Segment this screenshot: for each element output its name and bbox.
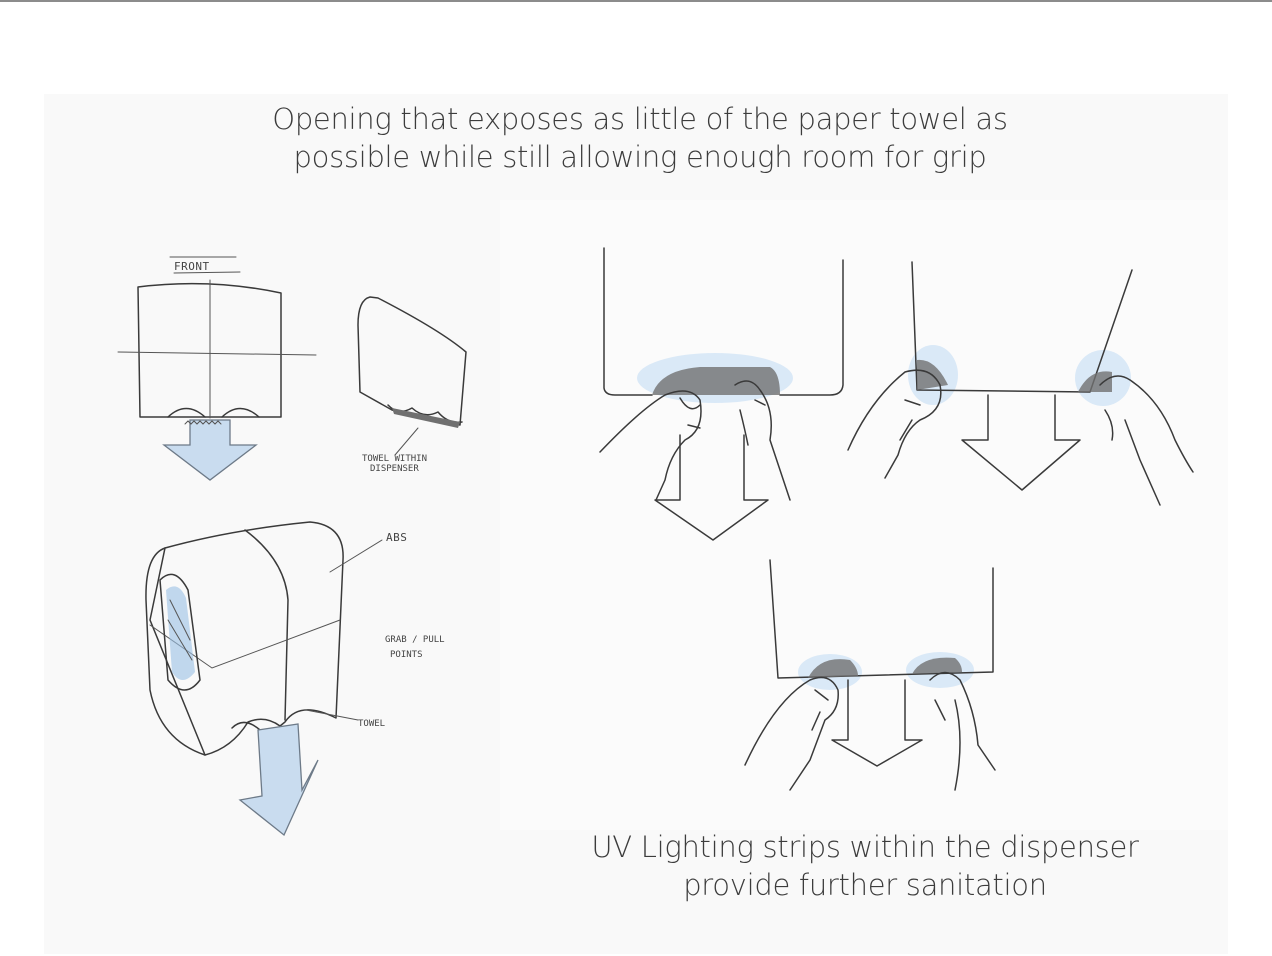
grab-pull-label-2: POINTS (390, 650, 423, 660)
top-caption-line-1: Opening that exposes as little of the pa… (272, 102, 1008, 136)
grip-sketch-center (599, 247, 844, 541)
towel-within-label-2: DISPENSER (370, 464, 419, 474)
bottom-caption-line-1: UV Lighting strips within the dispenser (591, 830, 1139, 864)
top-caption-line-2: possible while still allowing enough roo… (293, 140, 987, 174)
perspective-dispenser-sketch: TOWEL ABS GRAB / PULL POINTS (145, 521, 445, 837)
front-view-sketch: FRONT (117, 256, 317, 481)
bottom-caption-line-2: provide further sanitation (683, 868, 1047, 902)
side-view-sketch: TOWEL WITHIN DISPENSER (357, 296, 467, 474)
top-caption: Opening that exposes as little of the pa… (240, 100, 1040, 176)
grip-sketch-sides (847, 261, 1194, 506)
front-label: FRONT (174, 260, 210, 273)
grab-pull-label-1: GRAB / PULL (385, 635, 445, 645)
abs-label: ABS (386, 531, 407, 544)
towel-within-label-1: TOWEL WITHIN (362, 454, 427, 464)
hand-sketch-background (500, 200, 1228, 830)
top-divider (0, 0, 1272, 2)
towel-label: TOWEL (358, 719, 385, 729)
grip-sketch-bottom (744, 559, 996, 791)
bottom-caption: UV Lighting strips within the dispenser … (555, 828, 1175, 904)
